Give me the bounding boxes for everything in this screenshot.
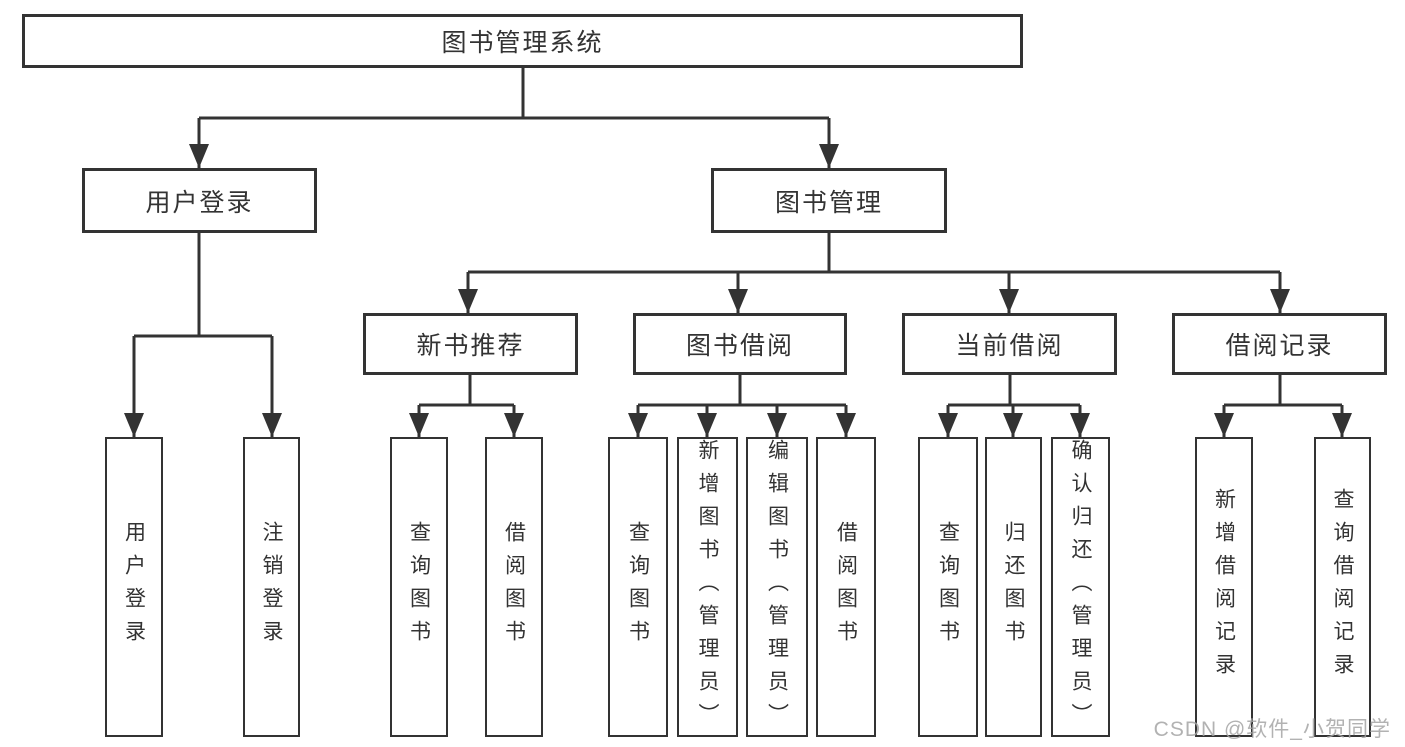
node-root-label: 图书管理系统: [441, 29, 604, 57]
leaf-query-books-borrow-label: 查询图书: [626, 521, 650, 653]
leaf-add-books-admin-label: 新增图书（管理员）: [696, 438, 719, 736]
node-new-book-recommend-label: 新书推荐: [416, 332, 525, 360]
node-user-login-label: 用户登录: [145, 188, 254, 217]
edges-book-management-to-level3: [458, 233, 1290, 313]
edges-user-login-to-leaves: [124, 233, 282, 437]
leaf-edit-books-admin-label: 编辑图书（管理员）: [765, 438, 789, 736]
leaf-user-login-label: 用户登录: [122, 521, 146, 653]
node-new-book-recommend: 新书推荐: [363, 313, 578, 375]
node-book-borrow: 图书借阅: [633, 313, 847, 375]
node-book-management-label: 图书管理: [774, 188, 883, 217]
node-current-borrow: 当前借阅: [902, 313, 1117, 375]
leaf-return-books: 归还图书: [985, 437, 1042, 737]
node-borrow-records: 借阅记录: [1172, 313, 1387, 375]
leaf-add-books-admin: 新增图书（管理员）: [677, 437, 738, 737]
csdn-watermark: CSDN @软件_小贺同学: [1153, 718, 1391, 741]
leaf-borrow-books-label: 借阅图书: [834, 521, 858, 653]
node-root-library-system: 图书管理系统: [22, 14, 1023, 68]
leaf-borrow-books-recommend: 借阅图书: [485, 437, 543, 737]
node-book-management: 图书管理: [711, 168, 947, 233]
leaf-query-books-current: 查询图书: [918, 437, 978, 737]
node-current-borrow-label: 当前借阅: [955, 332, 1064, 360]
leaf-edit-books-admin: 编辑图书（管理员）: [746, 437, 808, 737]
edges-root-to-level2: [189, 68, 839, 168]
leaf-query-borrow-record: 查询借阅记录: [1314, 437, 1371, 737]
edges-borrow-records-to-leaves: [1214, 375, 1352, 437]
leaf-query-books-recommend-label: 查询图书: [407, 521, 431, 653]
leaf-confirm-return-admin-label: 确认归还（管理员）: [1069, 438, 1092, 736]
leaf-return-books-label: 归还图书: [1002, 521, 1025, 653]
leaf-query-books-current-label: 查询图书: [936, 521, 960, 653]
leaf-query-books-recommend: 查询图书: [390, 437, 448, 737]
leaf-add-borrow-record: 新增借阅记录: [1195, 437, 1253, 737]
node-user-login: 用户登录: [82, 168, 317, 233]
leaf-confirm-return-admin: 确认归还（管理员）: [1051, 437, 1110, 737]
node-book-borrow-label: 图书借阅: [685, 332, 794, 360]
leaf-user-login: 用户登录: [105, 437, 163, 737]
leaf-borrow-books: 借阅图书: [816, 437, 876, 737]
leaf-query-books-borrow: 查询图书: [608, 437, 668, 737]
leaf-add-borrow-record-label: 新增借阅记录: [1212, 488, 1236, 686]
leaf-logout: 注销登录: [243, 437, 300, 737]
leaf-logout-label: 注销登录: [260, 521, 283, 653]
edges-book-borrow-to-leaves: [628, 375, 856, 437]
edges-current-borrow-to-leaves: [938, 375, 1090, 437]
leaf-query-borrow-record-label: 查询借阅记录: [1331, 488, 1354, 686]
leaf-borrow-books-recommend-label: 借阅图书: [502, 521, 526, 653]
node-borrow-records-label: 借阅记录: [1225, 332, 1334, 360]
edges-new-book-recommend-to-leaves: [409, 375, 524, 437]
